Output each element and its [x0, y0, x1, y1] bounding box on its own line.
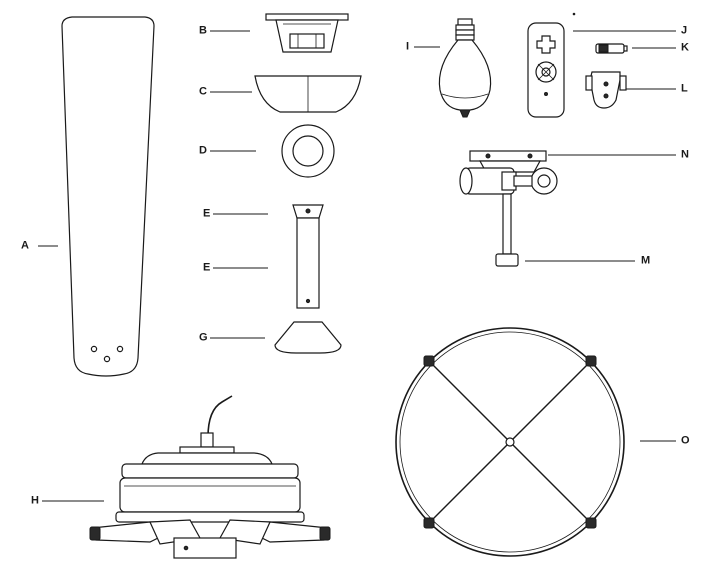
label-g: G [199, 331, 208, 344]
fan-blade [61, 16, 155, 377]
coupling-cover [274, 321, 342, 354]
label-i: I [406, 40, 410, 53]
label-n: N [681, 148, 689, 161]
label-e-lower: E [203, 261, 211, 274]
label-o: O [681, 434, 690, 447]
canopy [254, 75, 362, 113]
battery [595, 43, 628, 54]
mounting-bracket-assembly [459, 150, 558, 267]
leader-lines [38, 30, 676, 502]
light-bulb [438, 18, 492, 118]
label-j: J [681, 24, 688, 37]
label-k: K [681, 41, 689, 54]
shade-ring-frame [395, 327, 625, 557]
label-c: C [199, 85, 207, 98]
label-b: B [199, 24, 207, 37]
downrod [292, 204, 324, 309]
label-l: L [681, 82, 688, 95]
ceiling-bracket [265, 13, 349, 53]
label-a: A [21, 239, 29, 252]
remote-holder [585, 71, 627, 109]
remote-control [527, 12, 576, 118]
motor-housing [89, 395, 331, 559]
label-d: D [199, 144, 207, 157]
label-m: M [641, 254, 651, 267]
label-h: H [31, 494, 39, 507]
label-e-upper: E [203, 207, 211, 220]
canopy-ring [281, 124, 335, 178]
